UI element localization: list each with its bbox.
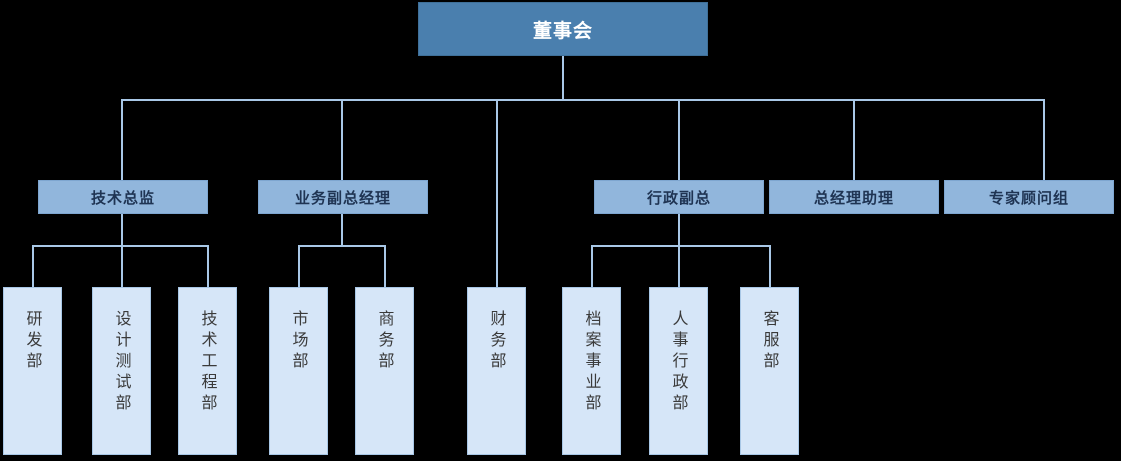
node-customer-service-dept[interactable]: 客服部: [740, 287, 799, 455]
node-label: 董事会: [532, 19, 593, 42]
node-label: 专家顾问组: [988, 188, 1069, 207]
connector-drop-rd-dept: [32, 245, 34, 287]
connector-stem-tech-director: [121, 213, 123, 246]
connector-drop-tech-eng-dept: [207, 245, 209, 287]
connector-drop-customer-service-dept: [769, 245, 771, 287]
connector-bus-business-vp: [298, 245, 385, 247]
node-rd-dept[interactable]: 研发部: [3, 287, 62, 455]
connector-top-bus: [121, 99, 1045, 101]
node-expert-advisory-group[interactable]: 专家顾问组: [944, 180, 1114, 214]
node-label: 业务副总经理: [294, 188, 391, 207]
node-tech-director[interactable]: 技术总监: [38, 180, 208, 214]
node-hr-admin-dept[interactable]: 人事行政部: [649, 287, 708, 455]
connector-root-stem: [562, 56, 564, 100]
connector-drop-expert-group: [1043, 99, 1045, 180]
node-finance-dept[interactable]: 财务部: [467, 287, 526, 455]
node-marketing-dept[interactable]: 市场部: [269, 287, 328, 455]
connector-stem-admin-vp: [678, 213, 680, 246]
connector-drop-hr-admin-dept: [678, 245, 680, 287]
connector-stem-business-vp: [341, 213, 343, 246]
node-label: 技术总监: [90, 188, 155, 207]
node-label: 设计测试部: [112, 310, 132, 415]
connector-drop-gm-assistant: [853, 99, 855, 180]
connector-bus-admin-vp: [591, 245, 770, 247]
node-tech-engineering-dept[interactable]: 技术工程部: [178, 287, 237, 455]
node-design-test-dept[interactable]: 设计测试部: [92, 287, 151, 455]
connector-drop-business-vp: [341, 99, 343, 180]
connector-drop-tech-director: [121, 99, 123, 180]
connector-drop-admin-vp: [678, 99, 680, 180]
node-label: 市场部: [289, 310, 309, 373]
node-label: 档案事业部: [582, 310, 602, 415]
node-commerce-dept[interactable]: 商务部: [355, 287, 414, 455]
node-label: 总经理助理: [813, 188, 894, 207]
connector-drop-finance-direct: [496, 99, 498, 287]
connector-bus-tech-director: [32, 245, 209, 247]
node-label: 财务部: [487, 310, 507, 373]
connector-drop-commerce-dept: [384, 245, 386, 287]
connector-drop-archives-dept: [591, 245, 593, 287]
node-label: 技术工程部: [198, 310, 218, 415]
node-board-of-directors[interactable]: 董事会: [418, 2, 708, 56]
node-business-vp[interactable]: 业务副总经理: [258, 180, 428, 214]
node-archives-division[interactable]: 档案事业部: [562, 287, 621, 455]
node-label: 客服部: [760, 310, 780, 373]
node-admin-vp[interactable]: 行政副总: [594, 180, 764, 214]
node-label: 研发部: [23, 310, 43, 373]
node-label: 行政副总: [646, 188, 711, 207]
connector-drop-marketing-dept: [298, 245, 300, 287]
connector-drop-design-test-dept: [121, 245, 123, 287]
node-gm-assistant[interactable]: 总经理助理: [769, 180, 939, 214]
node-label: 人事行政部: [669, 310, 689, 415]
node-label: 商务部: [375, 310, 395, 373]
